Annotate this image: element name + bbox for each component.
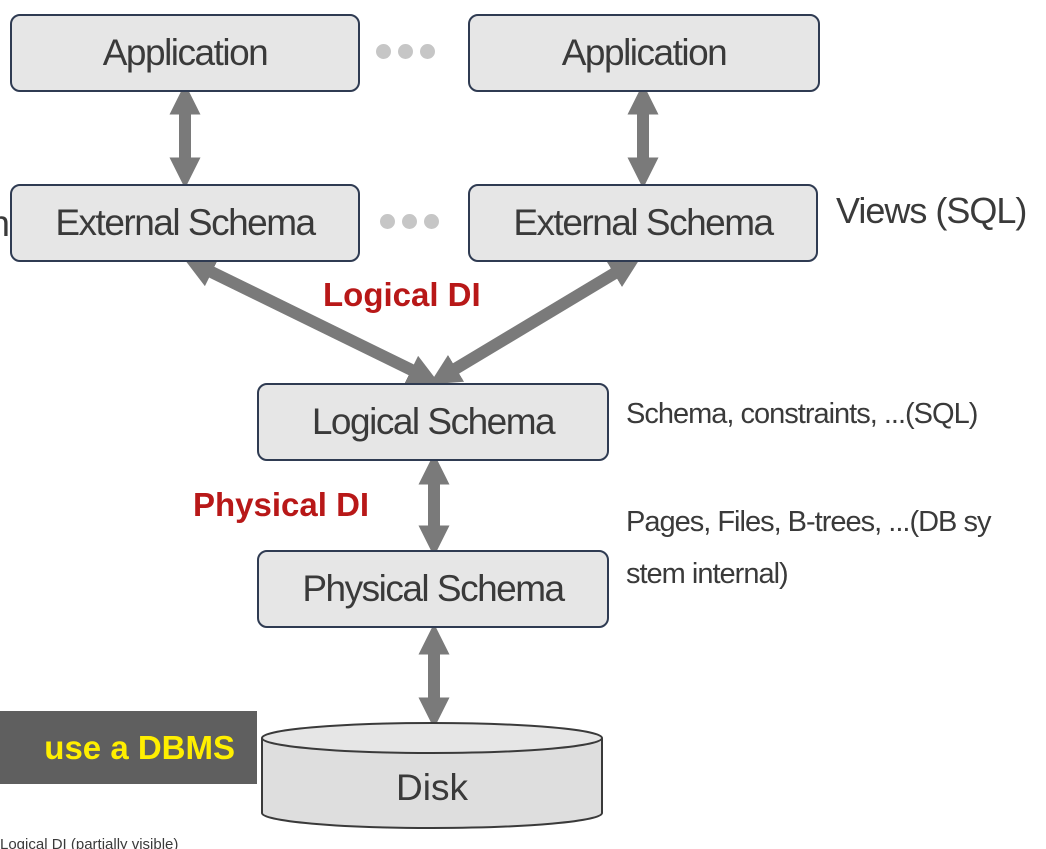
dots-top	[376, 44, 435, 59]
arrow-ext-right-logical	[429, 257, 641, 385]
disk-cylinder	[261, 722, 603, 829]
dbms-badge: use a DBMS	[0, 711, 257, 784]
application-box-left: Application	[10, 14, 360, 92]
cut-off-char: n	[0, 203, 10, 248]
physical-annotation-line1: Pages, Files, B-trees, ...(DB sy	[626, 506, 991, 538]
cut-off-bottom-text: Logical DI (partially visible)	[0, 836, 179, 849]
dots-middle	[380, 214, 439, 229]
logical-di-label: Logical DI	[323, 276, 481, 313]
external-schema-box-left: External Schema	[10, 184, 360, 262]
physical-di-label: Physical DI	[193, 486, 370, 523]
arrow-ext-left-logical	[183, 258, 440, 384]
schema-annotation: Schema, constraints, ...(SQL)	[626, 398, 978, 430]
physical-schema-box: Physical Schema	[257, 550, 609, 628]
logical-schema-box: Logical Schema	[257, 383, 609, 461]
external-schema-box-right: External Schema	[468, 184, 818, 262]
disk-label: Disk	[396, 766, 468, 808]
views-annotation: Views (SQL)	[836, 190, 1027, 231]
physical-annotation-line2: stem internal)	[626, 558, 789, 590]
application-box-right: Application	[468, 14, 820, 92]
